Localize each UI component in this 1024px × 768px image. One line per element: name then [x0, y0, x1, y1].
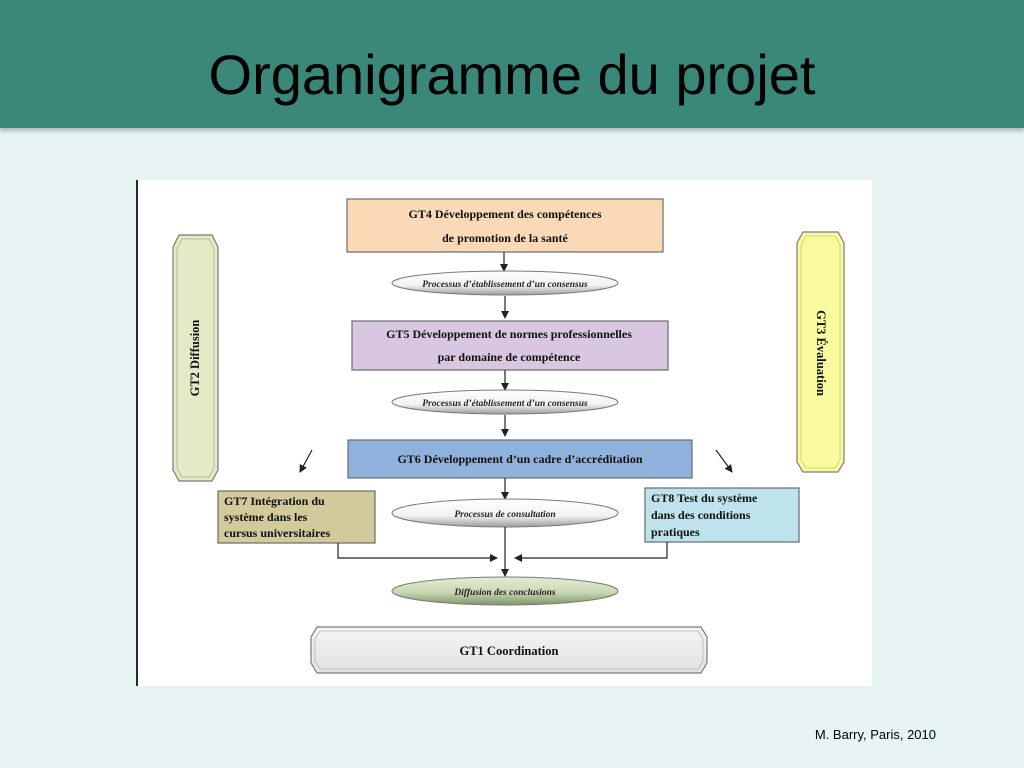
gt8-label-line3: pratiques: [651, 525, 700, 539]
arrow-gt6-to-gt7: [299, 449, 313, 473]
gt4-box: GT4 Développement des compétences de pro…: [346, 198, 664, 253]
gt6-label: GT6 Développement d’un cadre d’accrédita…: [397, 452, 642, 466]
gt7-label-line3: cursus universitaires: [224, 526, 330, 540]
gt2-diffusion-banner: GT2 Diffusion: [172, 234, 219, 482]
gt5-label-line2: par domaine de compétence: [438, 350, 581, 364]
arrow-gt6-to-gt8: [715, 449, 733, 473]
connector-gt8-to-diffusion: [514, 542, 668, 562]
consensus-ellipse-1: Processus d’établissement d’un consensus: [391, 270, 619, 296]
gt1-coordination-banner: GT1 Coordination: [310, 626, 708, 674]
gt8-label-line1: GT8 Test du système: [651, 491, 758, 505]
gt1-coordination-label: GT1 Coordination: [460, 644, 559, 658]
gt5-box: GT5 Développement de normes professionne…: [351, 320, 669, 371]
title-bar: [0, 0, 1024, 128]
gt4-label-line1: GT4 Développement des compétences: [409, 207, 602, 221]
gt3-evaluation-label: GT3 Évaluation: [814, 310, 828, 396]
gt6-box: GT6 Développement d’un cadre d’accrédita…: [347, 439, 693, 479]
gt7-label-line2: système dans les: [224, 510, 308, 524]
gt3-evaluation-banner: GT3 Évaluation: [796, 231, 845, 473]
consultation-ellipse: Processus de consultation: [391, 498, 619, 528]
consensus-ellipse-2: Processus d’établissement d’un consensus: [391, 389, 619, 415]
gt7-box: GT7 Intégration du système dans les curs…: [217, 490, 376, 544]
consensus-label-1: Processus d’établissement d’un consensus: [422, 280, 588, 290]
org-chart-diagram: GT4 Développement des compétences de pro…: [136, 180, 872, 686]
gt4-label-line2: de promotion de la santé: [442, 231, 568, 245]
gt7-label-line1: GT7 Intégration du: [224, 494, 325, 508]
footer-credit: M. Barry, Paris, 2010: [814, 727, 936, 742]
gt8-box: GT8 Test du système dans des conditions …: [644, 487, 800, 543]
consensus-label-2: Processus d’établissement d’un consensus: [422, 399, 588, 409]
gt8-label-line2: dans des conditions: [651, 508, 751, 522]
slide-title: Organigramme du projet: [208, 43, 816, 106]
connector-gt7-to-diffusion: [337, 543, 498, 562]
consultation-label: Processus de consultation: [454, 510, 555, 520]
diffusion-conclusions-ellipse: Diffusion des conclusions: [391, 576, 619, 606]
gt2-diffusion-label: GT2 Diffusion: [188, 320, 202, 397]
diffusion-conclusions-label: Diffusion des conclusions: [453, 588, 555, 598]
gt5-label-line1: GT5 Développement de normes professionne…: [386, 327, 632, 341]
